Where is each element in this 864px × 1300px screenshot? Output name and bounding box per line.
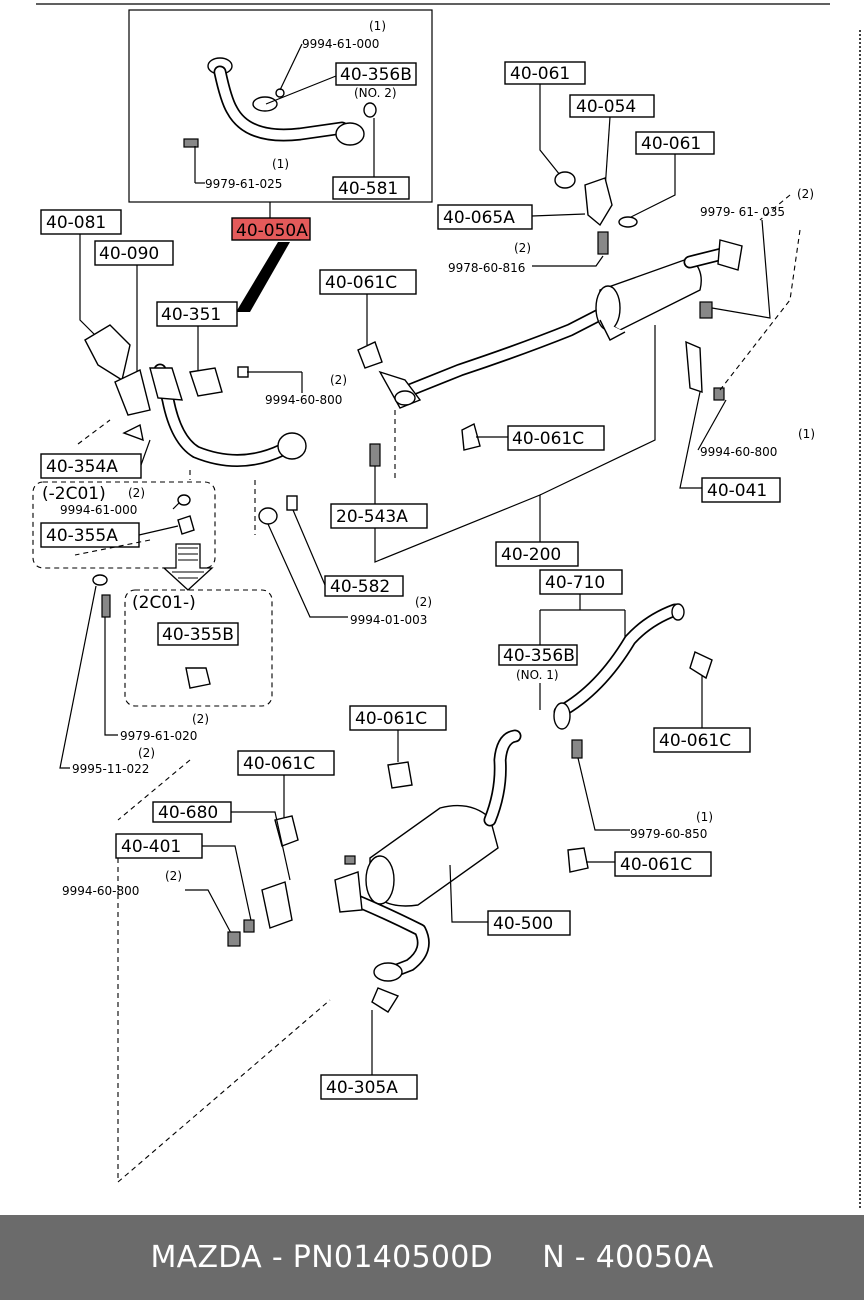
qty-label: (1) xyxy=(272,157,289,171)
bracket-part xyxy=(84,324,249,416)
part-number-label: 40-356B xyxy=(503,646,575,666)
part-number-label: 9994-61-000 xyxy=(302,37,379,51)
part-number-label: 40-054 xyxy=(576,97,636,117)
part-number-label: 40-582 xyxy=(330,577,390,597)
part-number-label: 9979-60-850 xyxy=(630,827,707,841)
part-number-label: 9994-61-000 xyxy=(60,503,137,517)
qty-label: (1) xyxy=(369,19,386,33)
part-box xyxy=(498,644,578,666)
part-note: (NO. 1) xyxy=(516,668,559,682)
qty-label: (1) xyxy=(798,427,815,441)
part-number-label: 40-061C xyxy=(325,273,397,293)
part-number-label: 9995-11-022 xyxy=(72,762,149,776)
part-box xyxy=(332,176,410,200)
part-number-label: 40-710 xyxy=(545,573,605,593)
part-box xyxy=(40,522,140,548)
part-note: (NO. 2) xyxy=(354,86,397,100)
part-box xyxy=(539,569,623,595)
part-box xyxy=(335,62,417,86)
part-number-label: 40-401 xyxy=(121,837,181,857)
part-number-label: 40-065A xyxy=(443,208,515,228)
part-box xyxy=(437,204,533,230)
footer-bar: MAZDA - PN0140500D N - 40050A xyxy=(0,1215,864,1300)
part-box xyxy=(330,503,428,529)
part-number-label: 40-200 xyxy=(501,545,561,565)
part-number-label: 9994-60-800 xyxy=(700,445,777,459)
part-number-label: 40-305A xyxy=(326,1078,398,1098)
part-box xyxy=(156,301,238,327)
part-box xyxy=(94,240,174,266)
variant-label: (-2C01) xyxy=(42,484,106,504)
part-number-label: 40-061C xyxy=(243,754,315,774)
qty-label: (2) xyxy=(192,712,209,726)
exhaust-system-parts-diagram: (1) 9994-61-000 40-356B (NO. 2) (1) 9979… xyxy=(32,3,861,1210)
part-number-label: 40-680 xyxy=(158,803,218,823)
qty-label: (1) xyxy=(696,810,713,824)
part-number-label: 40-041 xyxy=(707,481,767,501)
part-number-label: 9979-61-025 xyxy=(205,177,282,191)
variant-group-new xyxy=(124,589,273,707)
part-number-label: 40-090 xyxy=(99,244,159,264)
part-box xyxy=(319,269,417,295)
part-number-label: 9994-01-003 xyxy=(350,613,427,627)
part-box xyxy=(701,477,781,503)
variant-group-old xyxy=(32,481,216,569)
part-box xyxy=(507,425,605,451)
down-arrow-icon xyxy=(162,543,214,591)
part-box xyxy=(349,705,447,731)
variant-label: (2C01-) xyxy=(132,593,196,613)
part-number-label: 40-061 xyxy=(510,64,570,84)
part-box xyxy=(40,453,142,479)
part-number-label: 9979-61-020 xyxy=(120,729,197,743)
part-reference-caption: MAZDA - PN0140500D N - 40050A xyxy=(150,1240,714,1275)
arrow-hatch xyxy=(172,547,204,579)
part-number-label: 40-351 xyxy=(161,305,221,325)
highlighted-part-box xyxy=(231,217,311,241)
part-box xyxy=(504,61,586,85)
qty-label: (2) xyxy=(138,746,155,760)
part-box xyxy=(40,209,122,235)
qty-label: (2) xyxy=(514,241,531,255)
part-number-label: 20-543A xyxy=(336,507,408,527)
part-box xyxy=(320,1074,418,1100)
part-number-label: 40-061 xyxy=(641,134,701,154)
part-number-label: 40-081 xyxy=(46,213,106,233)
part-number-label: 40-354A xyxy=(46,457,118,477)
part-number-label: 9994-60-800 xyxy=(62,884,139,898)
part-box xyxy=(487,910,571,936)
inset-front-pipe xyxy=(128,9,433,203)
gasket-arrow-mark xyxy=(236,242,290,312)
part-box xyxy=(569,94,655,118)
qty-label: (2) xyxy=(165,869,182,883)
part-number-label: 9979- 61- 035 xyxy=(700,205,785,219)
qty-label: (2) xyxy=(797,187,814,201)
part-number-label: 40-061C xyxy=(355,709,427,729)
part-box xyxy=(324,575,404,597)
part-number-label: 40-581 xyxy=(338,179,398,199)
part-box xyxy=(237,750,335,776)
qty-label: (2) xyxy=(128,486,145,500)
qty-label: (2) xyxy=(415,595,432,609)
qty-label: (2) xyxy=(330,373,347,387)
part-box xyxy=(653,727,751,753)
part-box xyxy=(614,851,712,877)
part-number-label: 9994-60-800 xyxy=(265,393,342,407)
front-pipe-detail xyxy=(183,57,377,148)
part-box xyxy=(157,622,239,646)
part-number-label: 40-355B xyxy=(162,625,234,645)
part-number-label: 40-061C xyxy=(659,731,731,751)
part-number-label: 40-356B xyxy=(340,65,412,85)
part-number-label: 40-061C xyxy=(620,855,692,875)
part-number-label: 9978-60-816 xyxy=(448,261,525,275)
part-number-label: 40-355A xyxy=(46,526,118,546)
highlighted-part-label: 40-050A xyxy=(236,221,308,241)
part-number-label: 40-061C xyxy=(512,429,584,449)
part-number-label: 40-500 xyxy=(493,914,553,934)
part-box xyxy=(495,541,579,567)
